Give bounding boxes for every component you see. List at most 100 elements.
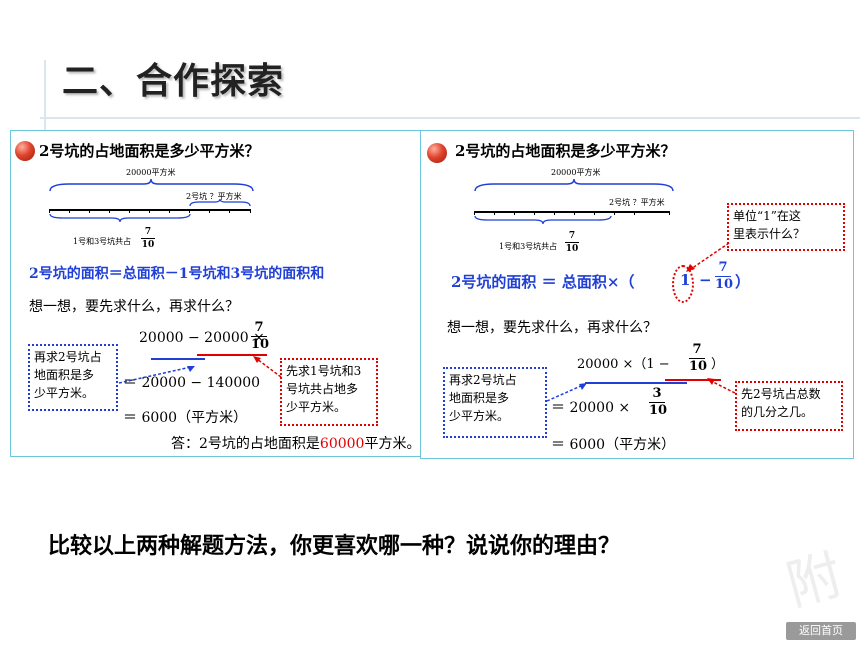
right-formula-fraction: 7 10 (715, 260, 734, 292)
right-blue-note: 再求2号坑占 地面积是多 少平方米。 (443, 367, 547, 438)
ruler-tick (109, 209, 110, 213)
fraction-bar (649, 402, 665, 403)
page-title: 二、合作探索 (62, 61, 285, 102)
fraction-denominator: 10 (715, 277, 734, 292)
left-red-underline (197, 354, 267, 356)
right-fraction: 7 10 (565, 231, 579, 254)
left-red-arrow-icon (253, 356, 282, 378)
right-blue-underline (585, 382, 687, 384)
fraction-denominator: 10 (141, 240, 155, 250)
left-think: 想一想，要先求什么，再求什么？ (29, 299, 239, 315)
left-blue-note: 再求2号坑占 地面积是多 少平方米。 (28, 344, 118, 411)
right-red-underline (665, 379, 721, 381)
right-eq2: ＝ 20000 × (551, 400, 631, 416)
comparison-question: 比较以上两种解题方法，你更喜欢哪一种？说说你的理由？ (48, 534, 621, 559)
ruler-tick (594, 211, 595, 215)
note-line: 地面积是多 (34, 368, 95, 382)
ruler-tick (89, 209, 90, 213)
note-line: 再求2号坑占 (34, 350, 102, 364)
ruler-tick (49, 209, 50, 213)
answer-suffix: 平方米。 (364, 436, 421, 452)
right-red-note: 先2号坑占总数 的几分之几。 (735, 381, 843, 431)
ruler-tick (129, 209, 130, 213)
left-pit2-brace-icon (189, 199, 251, 207)
fraction-numerator: 7 (568, 231, 576, 241)
right-one-highlight (672, 265, 694, 303)
left-eq1: 20000 − 20000 × (139, 330, 265, 346)
right-eq1: 20000 ×（1 − (577, 357, 670, 372)
right-ruler (474, 211, 670, 213)
fraction-denominator: 10 (565, 244, 579, 254)
ruler-tick (534, 211, 535, 215)
fraction-bar (689, 358, 705, 359)
fraction-numerator: 7 (254, 320, 264, 335)
left-pit2-label: 2号坑 ？平方米 (186, 192, 242, 201)
right-pit13-label: 1号和3号坑共占 (499, 242, 558, 251)
right-unit-note: 单位“1”在这 里表示什么？ (727, 203, 845, 251)
right-total-brace-icon (474, 178, 674, 192)
fraction-denominator: 10 (689, 359, 708, 374)
note-line: 先2号坑占总数 (741, 387, 821, 401)
note-line: 的几分之几。 (741, 405, 814, 419)
note-line: 少平方米。 (34, 386, 95, 400)
ruler-tick (169, 209, 170, 213)
left-pit13-label: 1号和3号坑共占 (73, 237, 132, 246)
right-pit13-brace-icon (474, 215, 612, 225)
right-eq1-close: ） (711, 357, 725, 372)
fraction-denominator: 10 (251, 337, 270, 352)
left-red-note: 先求1号坑和3 号坑共占地多 少平方米。 (280, 358, 378, 426)
fraction-numerator: 7 (692, 342, 702, 357)
fraction-bar (565, 242, 579, 243)
left-blue-arrow-icon (118, 366, 195, 384)
ruler-tick (474, 211, 475, 215)
note-line: 地面积是多 (449, 391, 510, 405)
right-eq2-fraction: 3 10 (649, 386, 668, 418)
ruler-tick (574, 211, 575, 215)
ruler-tick (634, 211, 635, 215)
right-blue-arrow-icon (546, 383, 587, 402)
ruler-tick (494, 211, 495, 215)
ruler-tick (189, 209, 190, 213)
ball-icon (15, 141, 35, 161)
ruler-tick (229, 209, 230, 213)
fraction-denominator: 10 (649, 403, 668, 418)
ruler-tick (69, 209, 70, 213)
ruler-tick (209, 209, 210, 213)
right-red-arrow-icon (707, 378, 736, 394)
right-solution-panel: 2号坑的占地面积是多少平方米？ 20000平方米 2号坑 ？平方米 1号和3号坑… (420, 130, 854, 459)
fraction-numerator: 3 (652, 386, 662, 401)
fraction-numerator: 7 (718, 260, 728, 275)
right-pit2-label: 2号坑 ？平方米 (609, 198, 665, 207)
watermark-icon: 附 (780, 542, 849, 618)
title-divider (40, 117, 860, 119)
ruler-tick (669, 211, 670, 215)
back-home-button[interactable]: 返回首页 (786, 622, 856, 640)
ruler-tick (614, 211, 615, 215)
left-formula: 2号坑的面积＝总面积－1号坑和3号坑的面积和 (29, 266, 325, 282)
right-formula-minus: − (699, 271, 712, 289)
left-fraction: 7 10 (141, 227, 155, 250)
left-ruler (49, 209, 251, 211)
note-line: 号坑共占地多 (286, 382, 359, 396)
left-blue-underline (151, 358, 205, 360)
note-line: 单位“1”在这 (733, 209, 801, 223)
left-eq1-fraction: 7 10 (251, 320, 270, 352)
fraction-bar (715, 276, 731, 277)
right-total-label: 20000平方米 (551, 168, 601, 177)
right-formula-close: ） (735, 273, 751, 291)
fraction-bar (141, 238, 155, 239)
left-total-label: 20000平方米 (126, 168, 176, 177)
right-formula: 2号坑的面积 ＝ 总面积×（ (451, 271, 634, 292)
formula-left: 2号坑的面积 ＝ 总面积×（ (451, 273, 635, 291)
ruler-tick (554, 211, 555, 215)
left-answer: 答：2号坑的占地面积是60000平方米。 (171, 433, 420, 453)
note-line: 少平方米。 (286, 400, 347, 414)
note-line: 先求1号坑和3 (286, 364, 362, 378)
right-think: 想一想，要先求什么，再求什么？ (447, 320, 657, 336)
left-question: 2号坑的占地面积是多少平方米？ (39, 142, 260, 160)
ball-icon (427, 143, 447, 163)
left-eq2: ＝ 20000 − 140000 (123, 375, 261, 391)
left-eq3: ＝ 6000（平方米） (123, 410, 248, 426)
ruler-tick (149, 209, 150, 213)
right-question: 2号坑的占地面积是多少平方米？ (455, 142, 676, 160)
